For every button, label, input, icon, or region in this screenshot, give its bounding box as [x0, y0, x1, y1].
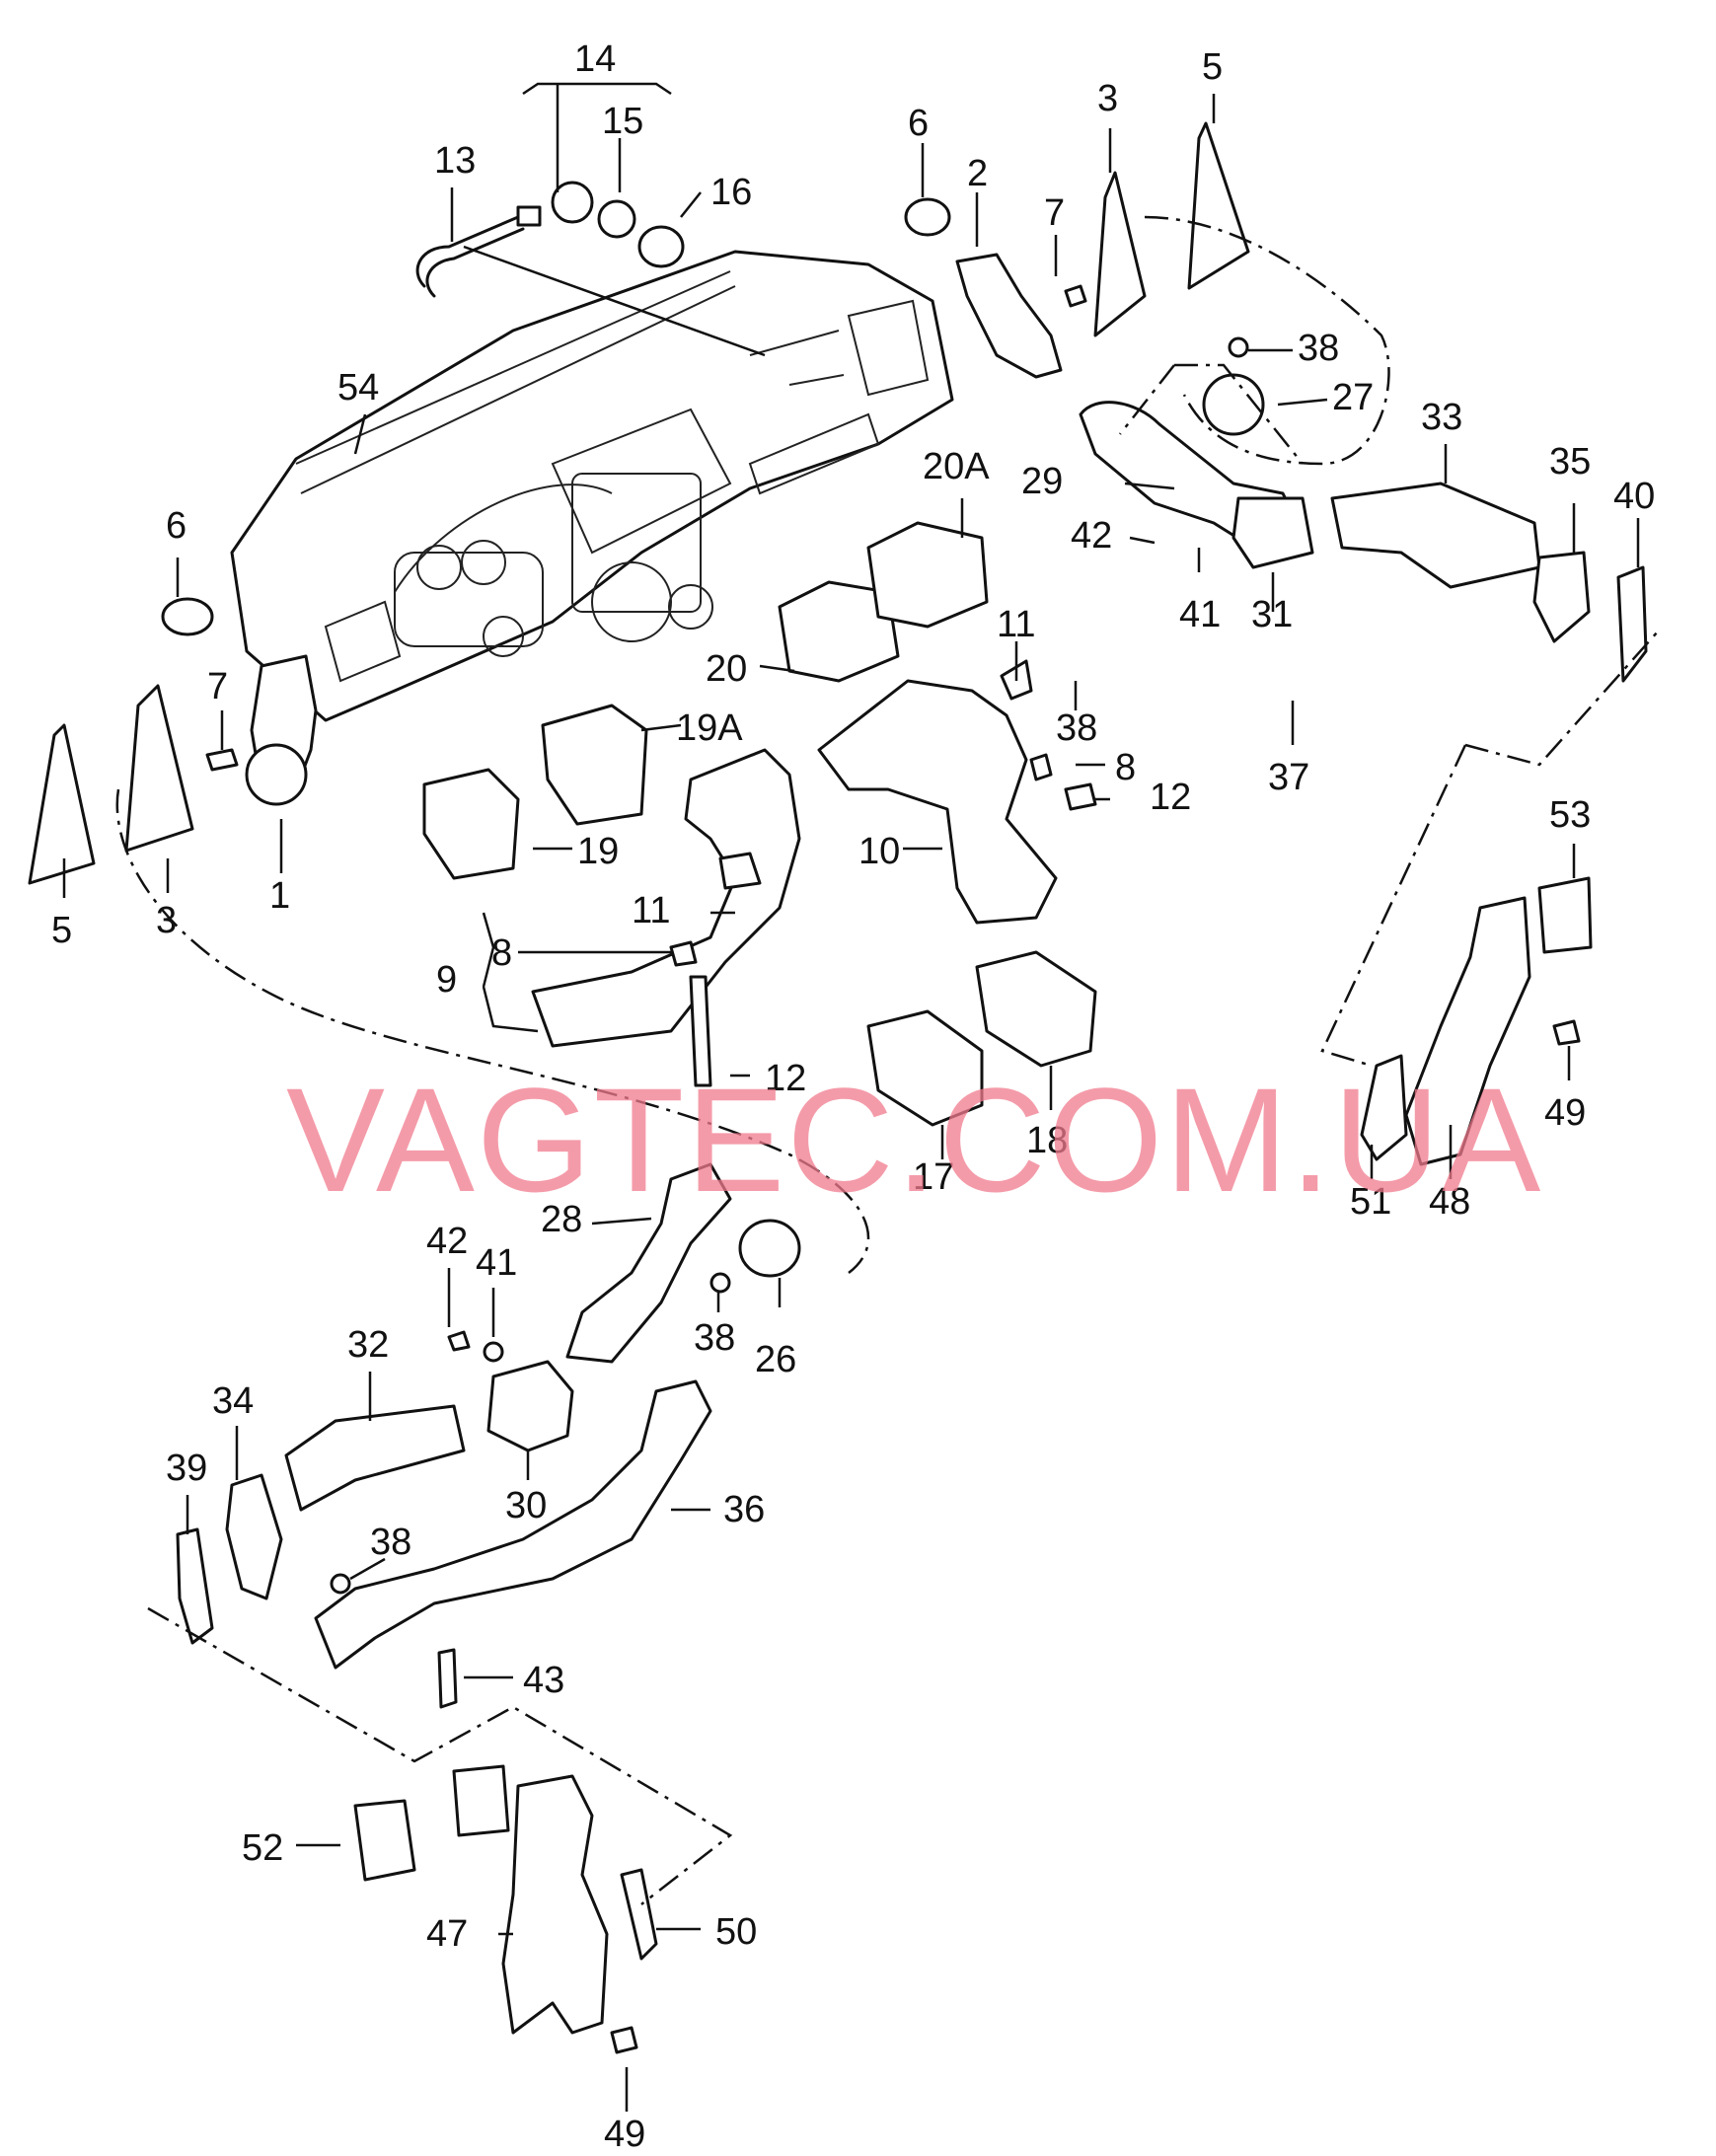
callout-30: 30 — [505, 1485, 547, 1526]
dashed-link-right — [1144, 215, 1390, 466]
callout-12b: 12 — [765, 1058, 806, 1099]
callout-39: 39 — [166, 1448, 207, 1489]
callout-20: 20 — [706, 648, 747, 690]
lower-left-duct-assembly — [176, 1162, 801, 1709]
callout-6a: 6 — [908, 103, 929, 144]
lower-center-duct — [531, 748, 801, 1087]
callout-38c: 38 — [694, 1317, 735, 1359]
callout-labels: 14 15 16 13 6 2 7 3 5 38 27 33 29 35 40 … — [51, 38, 1655, 2155]
callout-17: 17 — [913, 1156, 954, 1198]
callout-26: 26 — [755, 1339, 796, 1380]
callout-28: 28 — [541, 1199, 582, 1240]
callout-48: 48 — [1429, 1181, 1470, 1223]
watermark: VAGTEC.COM.UA — [286, 1057, 1542, 1223]
defrost-sensor-assembly — [415, 181, 766, 357]
callout-52: 52 — [242, 1827, 283, 1869]
callout-51: 51 — [1350, 1181, 1391, 1223]
callout-3b: 3 — [156, 900, 177, 941]
right-upper-duct-assembly — [1079, 336, 1648, 683]
callout-43: 43 — [523, 1660, 564, 1701]
bottom-rear-duct — [147, 1606, 733, 2054]
callout-1: 1 — [269, 875, 290, 917]
callout-16: 16 — [710, 172, 752, 213]
callout-31: 31 — [1251, 594, 1293, 635]
callout-3a: 3 — [1097, 78, 1118, 119]
callout-29: 29 — [1021, 461, 1063, 502]
callout-12a: 12 — [1150, 777, 1191, 818]
callout-54: 54 — [337, 367, 379, 409]
callout-5b: 5 — [51, 910, 72, 951]
callout-53: 53 — [1549, 794, 1591, 836]
callout-34: 34 — [212, 1380, 254, 1422]
callout-40: 40 — [1613, 476, 1655, 517]
callout-19: 19 — [577, 831, 619, 872]
callout-27: 27 — [1332, 377, 1374, 418]
callout-14: 14 — [574, 38, 616, 80]
callout-20A: 20A — [923, 446, 990, 487]
callout-7b: 7 — [207, 666, 228, 707]
callout-33: 33 — [1421, 397, 1462, 438]
center-duct — [817, 659, 1097, 925]
center-air-vents — [422, 521, 989, 880]
callout-32: 32 — [347, 1324, 389, 1366]
callout-38d: 38 — [370, 1522, 411, 1563]
callout-10: 10 — [858, 831, 900, 872]
callout-49b: 49 — [604, 2114, 645, 2155]
callout-6b: 6 — [166, 505, 187, 547]
callout-8a: 8 — [1115, 747, 1136, 788]
leader-lines — [62, 82, 1640, 2112]
callout-42a: 42 — [1071, 515, 1112, 557]
callout-50: 50 — [715, 1911, 757, 1953]
right-side-vent-trims — [904, 121, 1250, 379]
callout-11a: 11 — [997, 604, 1035, 645]
callout-11b: 11 — [632, 890, 670, 931]
callout-42b: 42 — [426, 1221, 468, 1262]
callout-47: 47 — [426, 1913, 468, 1955]
callout-37: 37 — [1268, 757, 1309, 798]
callout-41b: 41 — [476, 1242, 517, 1284]
callout-19A: 19A — [676, 707, 743, 749]
dashed-link-left — [115, 788, 870, 1274]
callout-18: 18 — [1026, 1120, 1068, 1161]
dashboard-panel — [230, 250, 954, 722]
callout-49a: 49 — [1544, 1092, 1586, 1134]
lower-side-vents — [866, 950, 1097, 1127]
callout-38b: 38 — [1056, 707, 1097, 749]
callout-13: 13 — [434, 140, 476, 182]
callout-35: 35 — [1549, 441, 1591, 483]
callout-2: 2 — [967, 153, 988, 194]
callout-8b: 8 — [491, 932, 512, 974]
left-side-vent-trims — [28, 597, 318, 885]
callout-38a: 38 — [1298, 328, 1339, 369]
callout-41a: 41 — [1179, 594, 1221, 635]
right-rear-duct — [1320, 631, 1659, 1166]
callout-15: 15 — [602, 101, 643, 142]
callout-5a: 5 — [1202, 46, 1223, 88]
callout-9: 9 — [436, 959, 457, 1001]
callout-36: 36 — [723, 1489, 765, 1530]
callout-7a: 7 — [1044, 192, 1065, 234]
